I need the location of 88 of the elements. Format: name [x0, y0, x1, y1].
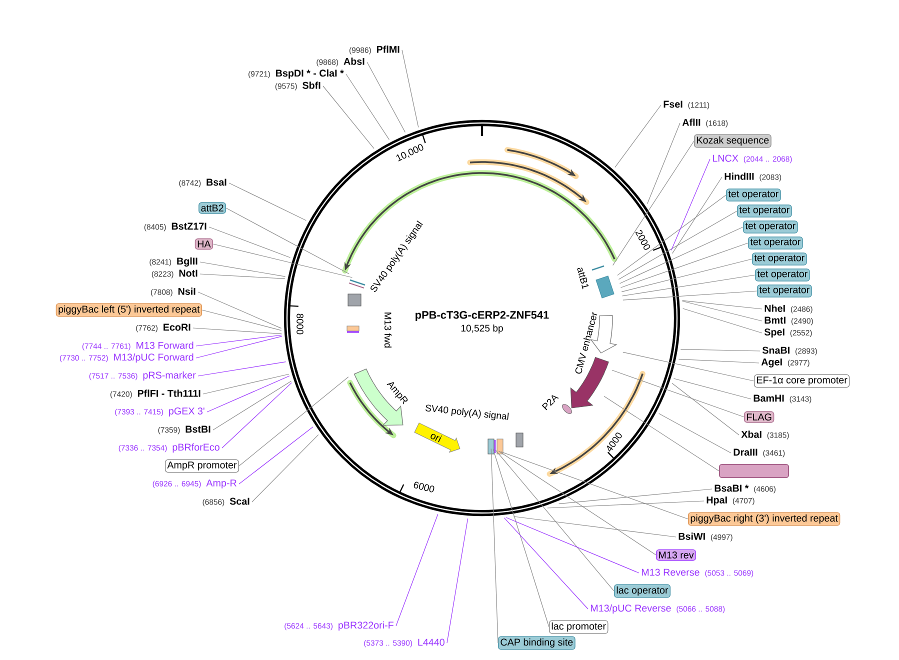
leader-line [212, 244, 352, 278]
tick-label: 8000 [296, 314, 304, 334]
feature-label: M13 rev [656, 549, 696, 561]
leader-line [228, 182, 306, 221]
leader-line [671, 158, 710, 251]
leader-line [614, 104, 662, 168]
leader-line [620, 242, 748, 288]
leader-line [673, 378, 752, 400]
leader-line [504, 518, 588, 610]
leader-line [212, 380, 292, 430]
leader-line [346, 74, 390, 140]
feature-label: HA [194, 238, 213, 250]
leader-line [192, 328, 282, 334]
leader-line [196, 334, 282, 346]
leader-line [206, 376, 290, 412]
leader-line [558, 488, 712, 504]
tick-label: 6000 [414, 482, 434, 492]
leader-line [208, 226, 291, 258]
leader-line [618, 210, 738, 280]
leader-line [506, 517, 640, 574]
tick-label: 2000 [635, 230, 650, 250]
feature-label: Kozak sequence [694, 134, 772, 148]
leader-line [200, 274, 286, 279]
leader-line [446, 518, 468, 644]
feature-label: EF-1α core promoter [754, 374, 850, 388]
leader-line [198, 362, 286, 376]
leader-line [672, 176, 722, 254]
feature-label: tet operator [755, 268, 810, 282]
leader-line [200, 262, 286, 277]
feature-label: tet operator [737, 204, 792, 218]
leader-line [500, 451, 688, 520]
leader-line [680, 349, 760, 352]
leader-line [490, 448, 498, 644]
feature-label: CAP binding site [498, 636, 576, 650]
leader-line [682, 300, 762, 310]
leader-line [647, 122, 680, 204]
leader-line [252, 434, 319, 502]
leader-line [196, 336, 282, 358]
leader-line [396, 514, 438, 626]
leader-line [222, 382, 292, 448]
leader-line [612, 370, 744, 418]
feature-name: CMV enhancer [575, 312, 598, 374]
feature-name: M13 fwd [384, 312, 392, 348]
leader-line [672, 382, 740, 436]
leader-line [619, 226, 744, 284]
feature-label: tet operator [726, 188, 781, 202]
leader-line [621, 258, 752, 292]
leader-line [498, 450, 656, 556]
leader-line [547, 500, 704, 508]
feature-label: tet operator [752, 252, 807, 266]
feature-label: AmpR promoter [164, 459, 239, 473]
leader-line [604, 396, 720, 472]
feature-name: SV40 poly(A) signal [425, 404, 509, 420]
feature-name: attB1 [577, 268, 589, 290]
leader-line [322, 86, 374, 149]
leader-line [682, 308, 762, 334]
leader-line [238, 376, 349, 466]
leader-line [238, 426, 314, 484]
leader-line [622, 274, 756, 296]
leader-line [202, 310, 282, 331]
feature-label: FLAG [744, 411, 774, 423]
feature-box [719, 464, 789, 478]
leader-line [513, 516, 676, 538]
leader-line [658, 413, 732, 454]
leader-line [617, 194, 726, 276]
feature-label: attB2 [198, 202, 226, 214]
leader-line [622, 290, 758, 300]
feature-label: tet operator [757, 284, 812, 298]
leader-line [682, 300, 762, 322]
feature-label: tet operator [743, 220, 798, 234]
feature-label: lac operator [614, 584, 671, 598]
leader-line [495, 450, 614, 592]
leader-line [202, 374, 290, 394]
leader-line [492, 449, 550, 628]
leader-line [612, 140, 694, 266]
leader-line [366, 62, 406, 133]
feature-label: lac promoter [549, 620, 608, 634]
leader-line [402, 50, 419, 128]
leader-line [226, 208, 350, 274]
feature-name: P2A [542, 395, 559, 410]
feature-label: piggyBac left (5') inverted repeat [56, 303, 202, 317]
feature-label: piggyBac right (3') inverted repeat [688, 512, 840, 526]
size-label: 10,525 bp [461, 324, 503, 334]
leader-line [678, 358, 760, 364]
plasmid-name: pPB-cT3G-cERP2-ZNF541 [416, 311, 549, 321]
feature-label: tet operator [748, 236, 803, 250]
leader-line [622, 352, 754, 382]
leader-line [198, 292, 282, 329]
